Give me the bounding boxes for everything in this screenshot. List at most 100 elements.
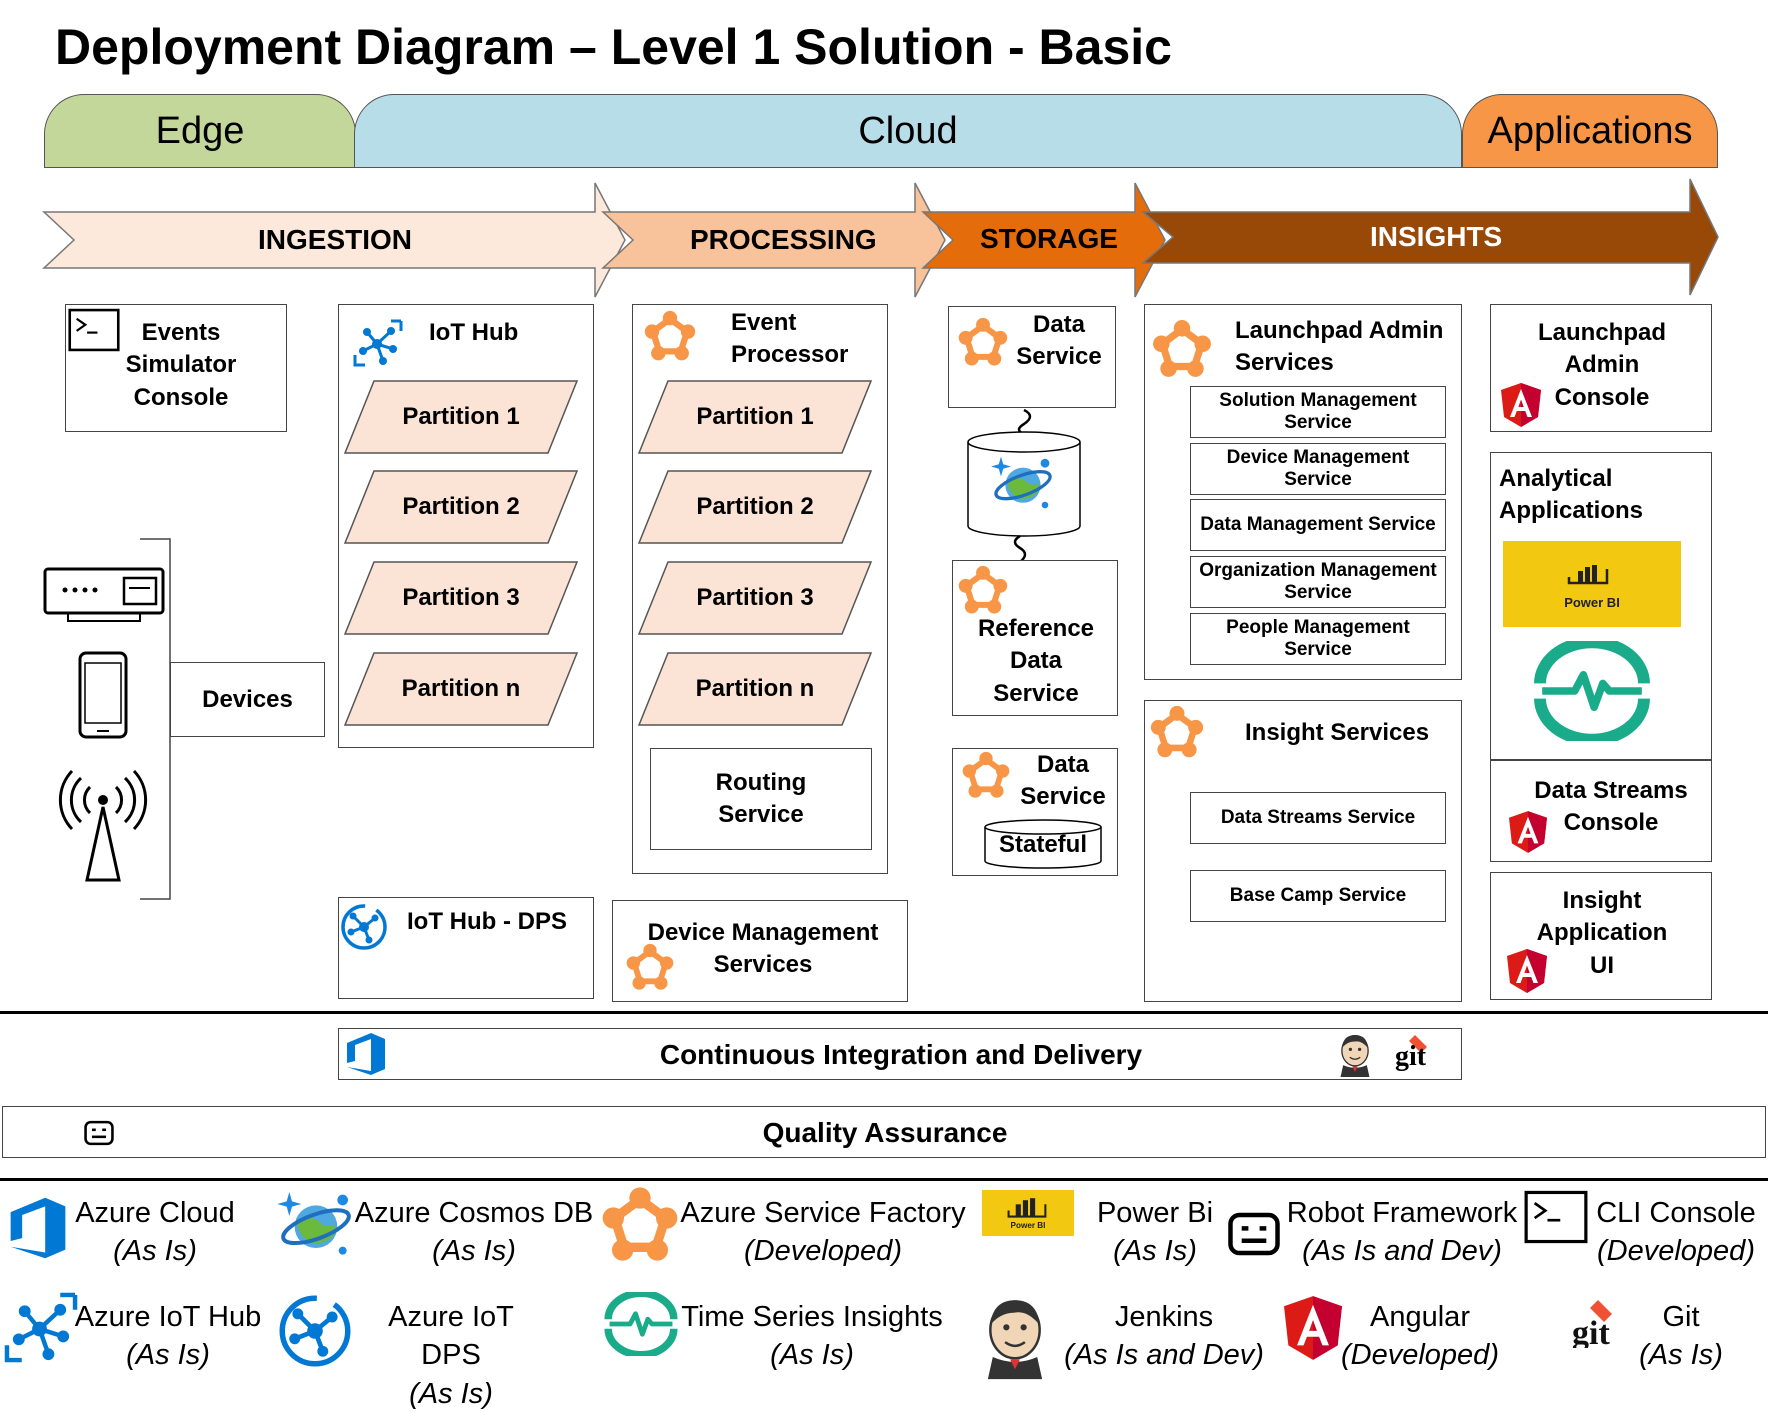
iot-hub-dps-box[interactable]: IoT Hub - DPS <box>338 897 594 999</box>
data-streams-console-box[interactable]: Data Streams Console <box>1490 760 1712 862</box>
insight-application-ui-box[interactable]: Insight Application UI <box>1490 872 1712 1000</box>
partition-label: Partition 3 <box>402 584 520 611</box>
events-simulator-label: Events Simulator Console <box>125 319 237 411</box>
service-fabric-icon <box>1151 319 1213 381</box>
stateful-cylinder <box>984 819 1102 869</box>
legend-name: Robot Framework <box>1286 1197 1518 1229</box>
ingestion-arrow <box>42 182 626 298</box>
power-bi-logo-text: Power BI <box>1564 595 1620 610</box>
legend-item-cosmos-db: Azure Cosmos DB(As Is) <box>354 1194 594 1271</box>
analytical-applications-label: Analytical Applications <box>1499 465 1644 525</box>
legend-status: (Developed) <box>1597 1235 1755 1268</box>
divider-bottom <box>0 1178 1768 1181</box>
jenkins-icon <box>978 1292 1052 1380</box>
tsi-icon <box>1527 641 1657 741</box>
events-simulator-console[interactable]: Events Simulator Console <box>65 304 287 432</box>
partition-label: Partition 1 <box>696 403 814 430</box>
legend-item-iot-dps: Azure IoT DPS(As Is) <box>356 1298 546 1413</box>
processing-partition-3[interactable]: Partition 3 <box>638 561 872 635</box>
people-management-service[interactable]: People Management Service <box>1190 613 1446 665</box>
data-service-stateful-box[interactable]: Data Service Stateful <box>952 748 1118 876</box>
device-management-service[interactable]: Device Management Service <box>1190 443 1446 495</box>
data-management-service[interactable]: Data Management Service <box>1190 499 1446 551</box>
legend-name: Angular <box>1370 1301 1470 1333</box>
legend-item-git: Git (As Is) <box>1616 1298 1746 1375</box>
legend-item-power-bi: Power Bi(As Is) <box>1090 1194 1220 1271</box>
legend-name: CLI Console <box>1596 1197 1756 1229</box>
iot-hub-label: IoT Hub <box>429 319 519 346</box>
zone-cloud-label: Cloud <box>858 109 958 152</box>
legend-name: Jenkins <box>1114 1301 1214 1333</box>
divider-top <box>0 1011 1768 1014</box>
angular-icon <box>1284 1296 1342 1360</box>
reference-data-service-box[interactable]: Reference Data Service <box>952 560 1118 716</box>
service-fabric-icon <box>961 751 1011 801</box>
legend-status: (As Is and Dev) <box>1302 1235 1502 1268</box>
ingestion-partition-2[interactable]: Partition 2 <box>344 470 578 544</box>
legend-name: Azure Cloud <box>75 1197 235 1229</box>
data-service-box[interactable]: Data Service <box>948 306 1116 408</box>
ingestion-partition-1[interactable]: Partition 1 <box>344 380 578 454</box>
partition-label: Partition 3 <box>696 584 814 611</box>
legend-name: Power Bi <box>1096 1197 1214 1229</box>
processing-partition-1[interactable]: Partition 1 <box>638 380 872 454</box>
routing-service-box[interactable]: Routing Service <box>650 748 872 850</box>
service-fabric-icon <box>1149 705 1205 761</box>
legend-status: (As Is) <box>770 1339 854 1372</box>
solution-management-service[interactable]: Solution Management Service <box>1190 386 1446 438</box>
legend-status: (Developed) <box>744 1235 902 1268</box>
azure-devops-icon <box>2 1192 74 1264</box>
legend-item-iot-hub: Azure IoT Hub (As Is) <box>70 1298 266 1375</box>
gateway-icon <box>43 567 165 622</box>
organization-management-service[interactable]: Organization Management Service <box>1190 556 1446 608</box>
partition-label: Partition 2 <box>402 493 520 520</box>
power-bi-logo: Power BI <box>1503 541 1681 627</box>
qa-bar[interactable]: Quality Assurance <box>2 1106 1766 1158</box>
processing-partition-2[interactable]: Partition 2 <box>638 470 872 544</box>
base-camp-service[interactable]: Base Camp Service <box>1190 870 1446 922</box>
legend-name: Git <box>1662 1301 1700 1333</box>
ingestion-partition-n[interactable]: Partition n <box>344 652 578 726</box>
insight-services-label: Insight Services <box>1245 719 1430 746</box>
legend-name: Azure Service Factory <box>680 1197 966 1229</box>
legend-name: Azure IoT DPS <box>388 1301 514 1372</box>
iot-hub-icon <box>4 1292 78 1366</box>
antenna-icon <box>58 769 148 882</box>
iot-dps-icon <box>276 1292 354 1370</box>
data-streams-console-label: Data Streams Console <box>1534 777 1688 837</box>
legend-item-jenkins: Jenkins (As Is and Dev) <box>1064 1298 1264 1375</box>
insights-arrow <box>1140 178 1719 296</box>
analytical-applications-box[interactable]: Analytical Applications Power BI <box>1490 452 1712 760</box>
device-icons <box>43 567 165 882</box>
stage-processing: PROCESSING <box>690 224 877 255</box>
legend-name: Azure IoT Hub <box>74 1301 262 1333</box>
legend-status: (As Is and Dev) <box>1064 1339 1264 1372</box>
launchpad-admin-services-label: Launchpad Admin Services <box>1235 317 1444 377</box>
tsi-icon <box>600 1292 682 1356</box>
page-title: Deployment Diagram – Level 1 Solution - … <box>55 19 1172 75</box>
launchpad-admin-console-box[interactable]: Launchpad Admin Console <box>1490 304 1712 432</box>
jenkins-icon <box>1335 1031 1375 1077</box>
iot-hub-icon <box>353 319 403 369</box>
legend-status: (As Is) <box>1639 1339 1723 1372</box>
legend-item-cli-console: CLI Console (Developed) <box>1588 1194 1764 1271</box>
devices-box[interactable]: Devices <box>170 662 325 737</box>
legend-item-angular: Angular(Developed) <box>1340 1298 1500 1375</box>
stage-ingestion: INGESTION <box>258 224 413 255</box>
insight-services-container[interactable]: Insight Services <box>1144 700 1462 1002</box>
iot-hub-dps-label: IoT Hub - DPS <box>407 908 567 935</box>
legend-item-azure-cloud: Azure Cloud(As Is) <box>70 1194 240 1271</box>
processing-arrow <box>601 182 946 298</box>
legend-status: (As Is) <box>126 1339 210 1372</box>
stateful-label: Stateful <box>998 831 1087 858</box>
legend-item-tsi: Time Series Insights(As Is) <box>678 1298 946 1375</box>
processing-partition-n[interactable]: Partition n <box>638 652 872 726</box>
cosmos-db-cylinder <box>967 408 1081 563</box>
ingestion-partition-3[interactable]: Partition 3 <box>344 561 578 635</box>
zone-applications-label: Applications <box>1487 109 1693 152</box>
data-streams-service[interactable]: Data Streams Service <box>1190 792 1446 844</box>
ci-cd-bar[interactable]: Continuous Integration and Delivery git <box>338 1028 1462 1080</box>
device-management-services-box[interactable]: Device Management Services <box>612 900 908 1002</box>
data-service-2-label: Data Service <box>1020 751 1106 811</box>
zone-edge: Edge <box>44 94 356 168</box>
